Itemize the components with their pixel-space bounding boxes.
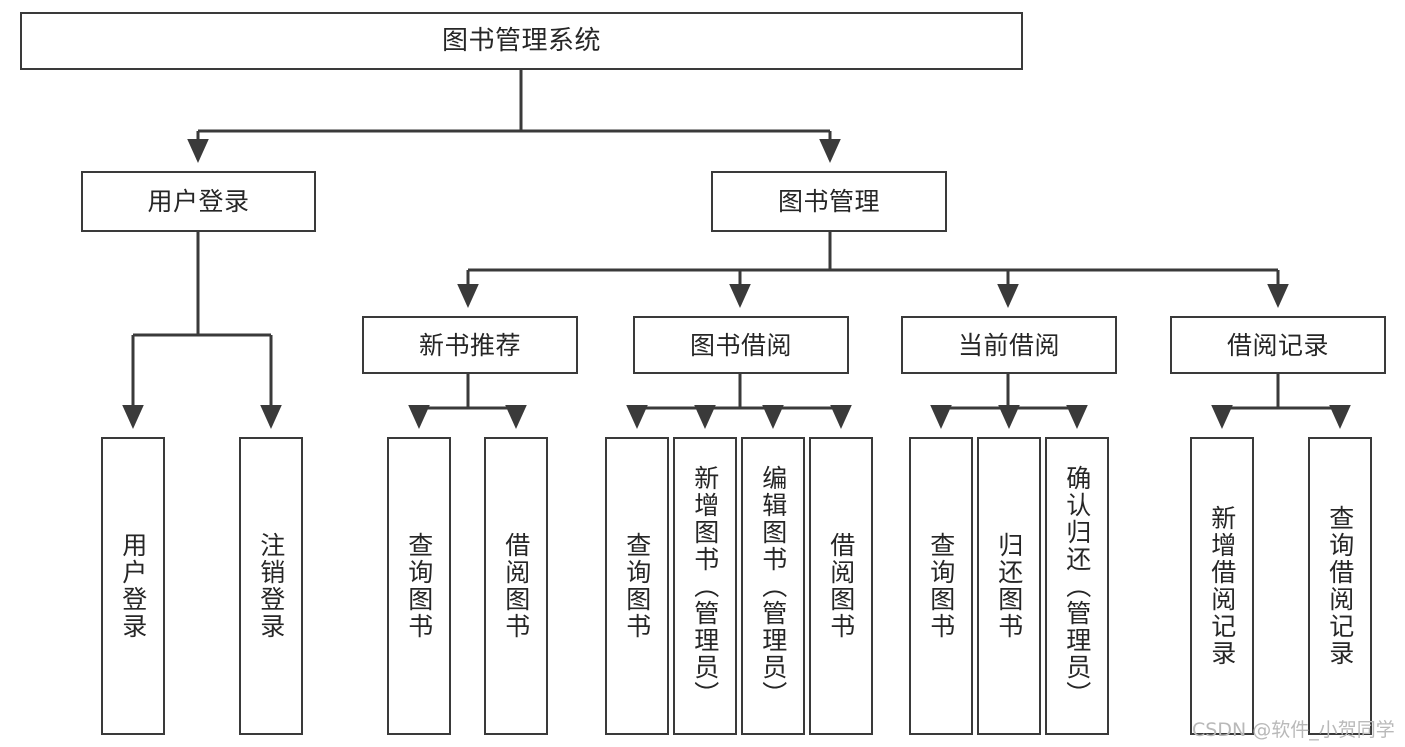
node-root-system[interactable]: 图书管理系统: [20, 12, 1023, 70]
leaf-query-book-current[interactable]: 查询图书: [909, 437, 973, 735]
node-label: 用户登录: [118, 532, 148, 640]
leaf-query-borrow-record[interactable]: 查询借阅记录: [1308, 437, 1372, 735]
leaf-user-logout[interactable]: 注销登录: [239, 437, 303, 735]
node-book-borrow[interactable]: 图书借阅: [633, 316, 849, 374]
node-user-login[interactable]: 用户登录: [81, 171, 316, 232]
leaf-borrow-book-borrow[interactable]: 借阅图书: [809, 437, 873, 735]
node-book-manage[interactable]: 图书管理: [711, 171, 947, 232]
node-label: 图书管理系统: [441, 26, 601, 56]
node-label: 借阅图书: [501, 532, 531, 640]
node-label: 查询图书: [404, 532, 434, 640]
node-new-book-recommend[interactable]: 新书推荐: [362, 316, 578, 374]
node-current-borrow[interactable]: 当前借阅: [901, 316, 1117, 374]
node-label: 查询图书: [926, 532, 956, 640]
node-label: 借阅记录: [1226, 330, 1329, 360]
node-label: 图书借阅: [689, 330, 792, 360]
node-label: 当前借阅: [957, 330, 1060, 360]
node-label: 查询借阅记录: [1325, 505, 1355, 667]
node-label: 注销登录: [256, 532, 286, 640]
node-label: 用户登录: [147, 187, 250, 216]
leaf-add-borrow-record[interactable]: 新增借阅记录: [1190, 437, 1254, 735]
leaf-query-book-borrow[interactable]: 查询图书: [605, 437, 669, 735]
node-label: 确认归还（管理员）: [1062, 464, 1092, 708]
leaf-query-book-recommend[interactable]: 查询图书: [387, 437, 451, 735]
node-label: 查询图书: [622, 532, 652, 640]
node-label: 图书管理: [777, 187, 880, 216]
leaf-edit-book-admin[interactable]: 编辑图书（管理员）: [741, 437, 805, 735]
node-label: 新增图书（管理员）: [690, 464, 720, 708]
leaf-confirm-return-admin[interactable]: 确认归还（管理员）: [1045, 437, 1109, 735]
leaf-borrow-book-recommend[interactable]: 借阅图书: [484, 437, 548, 735]
node-label: 归还图书: [994, 532, 1024, 640]
node-borrow-record[interactable]: 借阅记录: [1170, 316, 1386, 374]
node-label: 编辑图书（管理员）: [758, 464, 788, 708]
node-label: 新增借阅记录: [1207, 505, 1237, 667]
node-label: 借阅图书: [826, 532, 856, 640]
csdn-watermark: CSDN @软件_小贺同学: [1192, 719, 1395, 741]
node-label: 新书推荐: [418, 330, 521, 360]
leaf-return-book[interactable]: 归还图书: [977, 437, 1041, 735]
leaf-user-login[interactable]: 用户登录: [101, 437, 165, 735]
leaf-add-book-admin[interactable]: 新增图书（管理员）: [673, 437, 737, 735]
